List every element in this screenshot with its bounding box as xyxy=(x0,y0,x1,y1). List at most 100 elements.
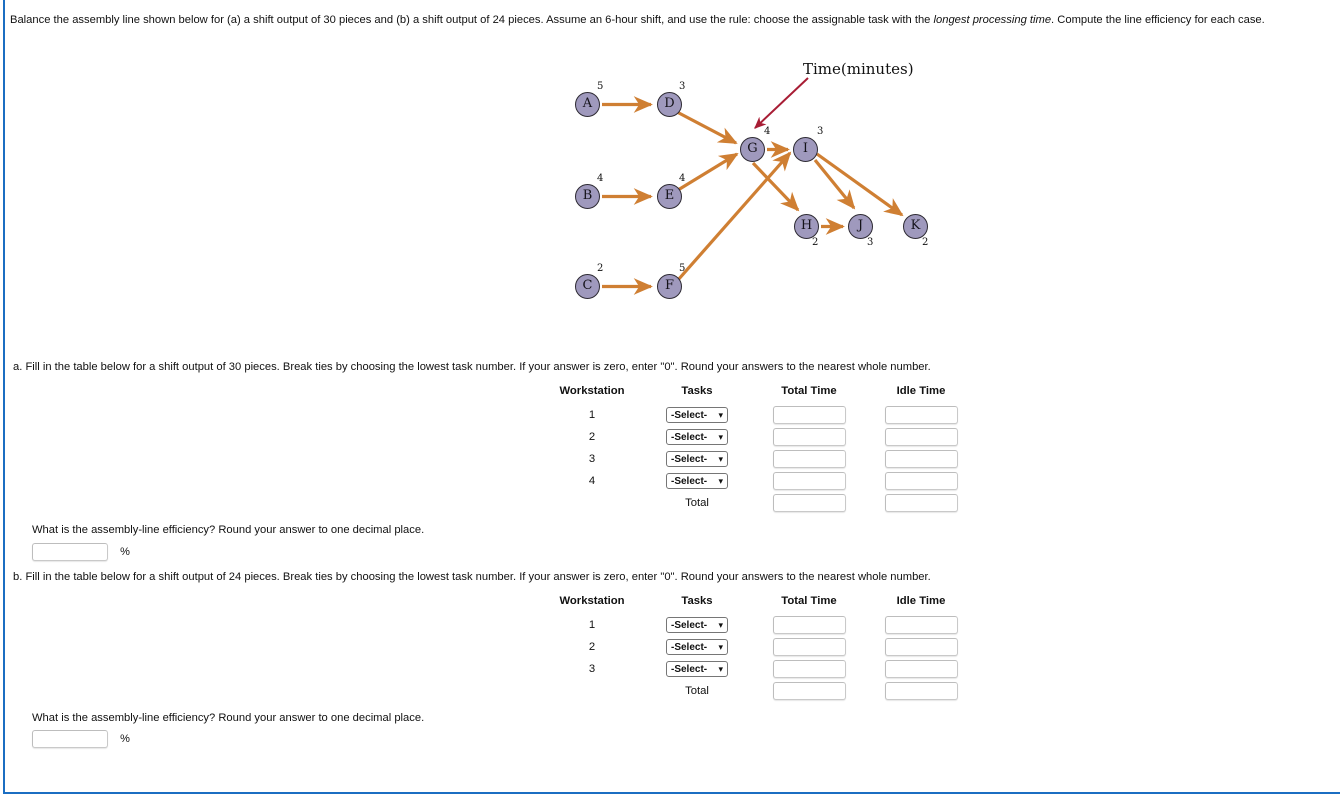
tasks-select-b-1[interactable]: -Select-ABCDEFGHIJK xyxy=(666,617,728,633)
task-node-e: E xyxy=(657,184,682,209)
total-spacer-b xyxy=(543,680,641,702)
task-time-h: 2 xyxy=(812,237,819,248)
idle-time-cell-b-total xyxy=(865,680,977,702)
total-time-cell-a-2 xyxy=(753,426,865,448)
tasks-cell-a-1: -Select-ABCDEFGHIJK ▾ xyxy=(641,404,753,426)
total-time-input-b-total[interactable] xyxy=(772,682,846,700)
problem-statement-part1: Balance the assembly line shown below fo… xyxy=(10,14,934,26)
total-time-cell-b-3 xyxy=(753,658,865,680)
workstation-table-b: Workstation Tasks Total Time Idle Time 1… xyxy=(543,595,977,702)
task-time-c: 2 xyxy=(597,263,604,274)
table-b-header-row: Workstation Tasks Total Time Idle Time xyxy=(543,595,977,614)
idle-time-input-b-2[interactable] xyxy=(884,638,958,656)
header-total-time-a: Total Time xyxy=(781,385,837,397)
task-node-a: A xyxy=(575,92,600,117)
total-time-cell-a-4 xyxy=(753,470,865,492)
total-time-input-a-total[interactable] xyxy=(772,494,846,512)
total-time-cell-b-2 xyxy=(753,636,865,658)
workstation-number-b-3: 3 xyxy=(588,663,596,675)
table-row: 4 -Select-ABCDEFGHIJK ▾ xyxy=(543,470,977,492)
total-time-cell-b-total xyxy=(753,680,865,702)
workstation-number-b-1: 1 xyxy=(588,619,596,631)
task-time-a: 5 xyxy=(597,81,604,92)
task-node-h: H xyxy=(794,214,819,239)
idle-time-cell-a-4 xyxy=(865,470,977,492)
idle-time-input-b-3[interactable] xyxy=(884,660,958,678)
task-node-k: K xyxy=(903,214,928,239)
header-tasks-a: Tasks xyxy=(681,385,713,397)
header-workstation-a: Workstation xyxy=(559,385,625,397)
tasks-cell-b-1: -Select-ABCDEFGHIJK ▾ xyxy=(641,614,753,636)
idle-time-cell-b-1 xyxy=(865,614,977,636)
tasks-select-a-3[interactable]: -Select-ABCDEFGHIJK xyxy=(666,451,728,467)
task-node-j: J xyxy=(848,214,873,239)
idle-time-cell-a-3 xyxy=(865,448,977,470)
total-time-cell-a-3 xyxy=(753,448,865,470)
tasks-cell-a-2: -Select-ABCDEFGHIJK ▾ xyxy=(641,426,753,448)
header-idle-time-b: Idle Time xyxy=(896,595,946,607)
table-row: 1 -Select-ABCDEFGHIJK ▾ xyxy=(543,614,977,636)
section-b-instruction: b. Fill in the table below for a shift o… xyxy=(13,571,931,583)
total-time-input-b-3[interactable] xyxy=(772,660,846,678)
workstation-number-b-2: 2 xyxy=(588,641,596,653)
efficiency-input-b[interactable] xyxy=(32,730,108,748)
efficiency-question-b: What is the assembly-line efficiency? Ro… xyxy=(32,712,425,724)
task-node-i: I xyxy=(793,137,818,162)
idle-time-input-b-1[interactable] xyxy=(884,616,958,634)
tasks-select-b-3[interactable]: -Select-ABCDEFGHIJK xyxy=(666,661,728,677)
tasks-select-a-2[interactable]: -Select-ABCDEFGHIJK xyxy=(666,429,728,445)
efficiency-input-a[interactable] xyxy=(32,543,108,561)
table-row: 2 -Select-ABCDEFGHIJK ▾ xyxy=(543,426,977,448)
table-total-row: Total xyxy=(543,492,977,514)
workstation-table-a: Workstation Tasks Total Time Idle Time 1… xyxy=(543,385,977,514)
task-node-c: C xyxy=(575,274,600,299)
idle-time-input-a-total[interactable] xyxy=(884,494,958,512)
idle-time-cell-b-2 xyxy=(865,636,977,658)
table-total-row: Total xyxy=(543,680,977,702)
total-time-input-a-2[interactable] xyxy=(772,428,846,446)
total-time-input-b-2[interactable] xyxy=(772,638,846,656)
task-time-i: 3 xyxy=(817,126,824,137)
idle-time-input-b-total[interactable] xyxy=(884,682,958,700)
task-time-k: 2 xyxy=(922,237,929,248)
efficiency-answer-row-a: % xyxy=(32,543,130,561)
header-total-time-b: Total Time xyxy=(781,595,837,607)
tasks-select-b-2[interactable]: -Select-ABCDEFGHIJK xyxy=(666,639,728,655)
task-node-d: D xyxy=(657,92,682,117)
total-spacer-a xyxy=(543,492,641,514)
total-time-input-a-4[interactable] xyxy=(772,472,846,490)
table-row: 2 -Select-ABCDEFGHIJK ▾ xyxy=(543,636,977,658)
problem-statement-part2: . Compute the line efficiency for each c… xyxy=(1051,14,1265,26)
task-time-f: 5 xyxy=(679,263,686,274)
total-time-input-b-1[interactable] xyxy=(772,616,846,634)
idle-time-cell-a-1 xyxy=(865,404,977,426)
tasks-cell-b-3: -Select-ABCDEFGHIJK ▾ xyxy=(641,658,753,680)
total-time-input-a-3[interactable] xyxy=(772,450,846,468)
table-a-header-row: Workstation Tasks Total Time Idle Time xyxy=(543,385,977,404)
idle-time-input-a-2[interactable] xyxy=(884,428,958,446)
idle-time-input-a-1[interactable] xyxy=(884,406,958,424)
task-node-b: B xyxy=(575,184,600,209)
total-time-cell-a-total xyxy=(753,492,865,514)
percent-label-a: % xyxy=(120,546,130,559)
tasks-select-a-1[interactable]: -Select-ABCDEFGHIJK xyxy=(666,407,728,423)
workstation-number-a-4: 4 xyxy=(588,475,596,487)
tasks-select-a-4[interactable]: -Select-ABCDEFGHIJK xyxy=(666,473,728,489)
idle-time-input-a-3[interactable] xyxy=(884,450,958,468)
question-page: Balance the assembly line shown below fo… xyxy=(3,0,1340,794)
tasks-cell-a-4: -Select-ABCDEFGHIJK ▾ xyxy=(641,470,753,492)
total-time-input-a-1[interactable] xyxy=(772,406,846,424)
total-label-b: Total xyxy=(685,685,709,697)
task-time-j: 3 xyxy=(867,237,874,248)
time-caption: Time(minutes) xyxy=(803,60,914,78)
idle-time-cell-a-2 xyxy=(865,426,977,448)
task-node-f: F xyxy=(657,274,682,299)
percent-label-b: % xyxy=(120,733,130,746)
time-pointer-arrow xyxy=(754,77,809,129)
task-time-b: 4 xyxy=(597,173,604,184)
tasks-cell-b-2: -Select-ABCDEFGHIJK ▾ xyxy=(641,636,753,658)
precedence-diagram: Time(minutes) A 5 D 3 B 4 E 4 C 2 F 5 G … xyxy=(550,50,970,320)
idle-time-cell-b-3 xyxy=(865,658,977,680)
header-workstation-b: Workstation xyxy=(559,595,625,607)
idle-time-input-a-4[interactable] xyxy=(884,472,958,490)
